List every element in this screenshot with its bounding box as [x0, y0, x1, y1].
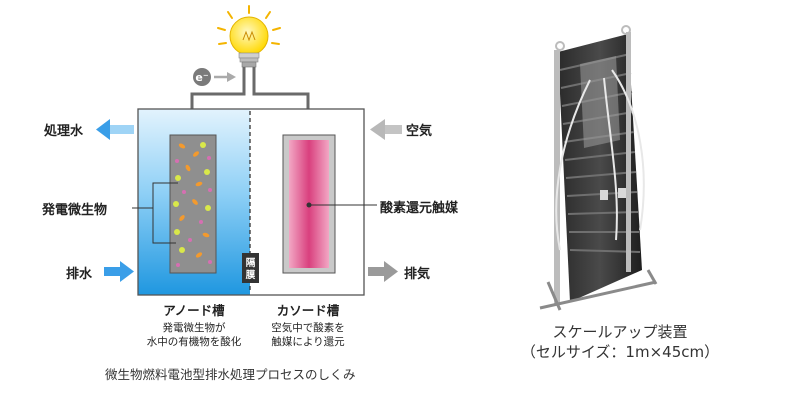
- exhaust-arrow: [368, 261, 398, 282]
- membrane-label-2: 膜: [245, 269, 256, 281]
- cathode-desc-line-1: 空気中で酸素を: [271, 322, 345, 334]
- microbe-leader: [132, 182, 178, 244]
- scale-up-apparatus-photo: [539, 25, 658, 311]
- electron-flow-arrow: [214, 72, 236, 82]
- microbe-dots: [173, 142, 212, 267]
- membrane-label-1: 隔: [246, 257, 256, 269]
- anode-title: アノード槽: [163, 303, 225, 318]
- light-bulb-icon: [217, 5, 281, 68]
- svg-text:e⁻: e⁻: [195, 71, 208, 84]
- tank-outline: [137, 108, 365, 296]
- photo-caption-line-2: （セルサイズ：1m×45cm）: [520, 343, 720, 361]
- catalyst-leader: [306, 202, 377, 208]
- treated-water-label: 処理水: [44, 124, 84, 139]
- photo-caption: スケールアップ装置 （セルサイズ：1m×45cm）: [520, 322, 720, 362]
- catalyst-label: 酸素還元触媒: [380, 201, 459, 216]
- air-arrow: [370, 119, 402, 140]
- photo-caption-line-1: スケールアップ装置: [552, 323, 688, 341]
- exhaust-label: 排気: [404, 267, 431, 282]
- diagram-caption: 微生物燃料電池型排水処理プロセスのしくみ: [105, 367, 356, 382]
- cathode-description: 空気中で酸素を 触媒により還元: [248, 321, 368, 349]
- cathode-desc-line-2: 触媒により還元: [271, 336, 345, 348]
- membrane-label-box: [242, 253, 259, 283]
- anode-desc-line-2: 水中の有機物を酸化: [146, 336, 242, 348]
- electron-icon: e⁻: [193, 68, 211, 86]
- wastewater-label: 排水: [66, 267, 93, 282]
- microbes-label: 発電微生物: [42, 203, 108, 218]
- cathode-title: カソード槽: [276, 303, 340, 318]
- air-label: 空気: [406, 124, 433, 139]
- anode-description: 発電微生物が 水中の有機物を酸化: [134, 321, 254, 349]
- treated-water-arrow: [96, 119, 134, 140]
- wastewater-arrow: [104, 261, 134, 282]
- mfc-diagram: e⁻ 隔 膜: [96, 5, 402, 296]
- anode-desc-line-1: 発電微生物が: [162, 322, 226, 334]
